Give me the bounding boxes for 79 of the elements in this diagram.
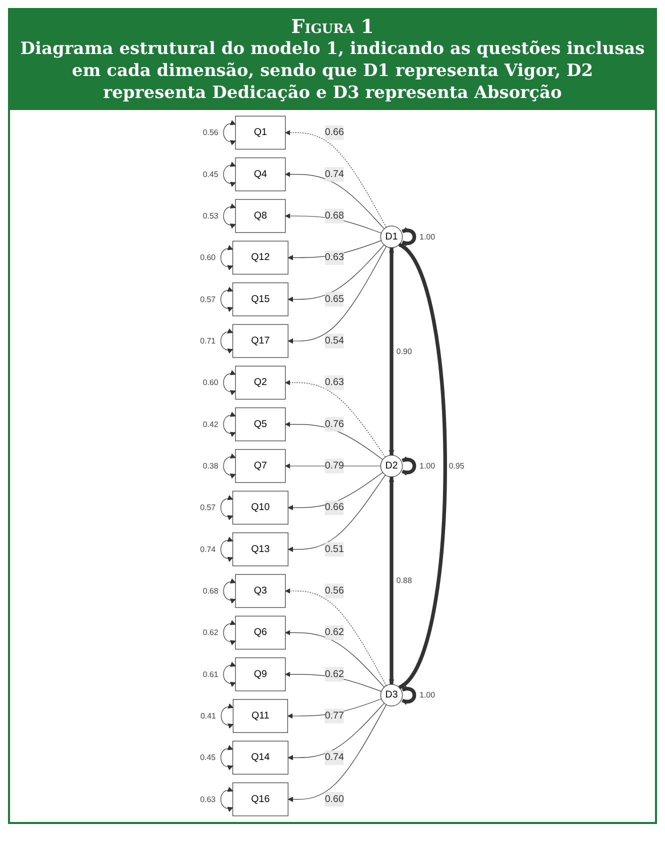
edge-label: 0.66 — [324, 502, 344, 513]
edge-label: 0.62 — [324, 669, 344, 680]
arrow — [285, 130, 387, 228]
arrow — [287, 698, 382, 719]
edge-label: 0.65 — [324, 294, 344, 305]
observed-variable-box: Q17 — [232, 324, 288, 358]
arrow — [288, 703, 384, 761]
covariance-arrow — [388, 247, 394, 456]
edge-label: 0.76 — [324, 419, 344, 430]
variance-loop-arrow — [220, 538, 234, 562]
variance-loop-arrow — [220, 746, 234, 770]
edge-label: 0.62 — [324, 627, 344, 638]
edge-label: 0.66 — [324, 127, 344, 138]
observed-variable-box: Q4 — [235, 158, 286, 192]
latent-variable-circle: D2 — [380, 455, 403, 478]
variance-loop-arrow — [402, 456, 416, 476]
edge-label: 0.60 — [324, 794, 344, 805]
arrow — [285, 172, 384, 230]
observed-variable-box: Q2 — [235, 366, 286, 400]
arrow — [285, 214, 382, 234]
latent-variable-circle: D3 — [380, 684, 403, 707]
arrow — [285, 672, 382, 692]
variance-loop-arrow — [223, 162, 236, 187]
variance-loop-arrow — [220, 496, 234, 520]
variance-loop-arrow — [220, 704, 234, 728]
arrow — [288, 704, 387, 802]
arrow — [288, 246, 387, 344]
observed-variable-box: Q7 — [235, 449, 286, 484]
variance-loop-arrow — [402, 228, 416, 246]
observed-variable-box: Q8 — [235, 199, 286, 234]
observed-variable-box: Q16 — [232, 782, 288, 816]
variance-loop-arrow — [223, 412, 236, 437]
variance-loop-arrow — [220, 246, 234, 270]
edge-label: 0.63 — [324, 252, 344, 263]
variance-loop-arrow — [223, 620, 236, 646]
edge-label: 0.79 — [324, 460, 344, 472]
variance-loop-arrow — [223, 662, 236, 687]
edge-label: 0.63 — [324, 377, 344, 388]
observed-variable-box: Q12 — [232, 241, 288, 275]
variance-loop-arrow — [223, 204, 236, 228]
variance-loop-arrow — [223, 454, 236, 478]
variance-loop-arrow — [220, 788, 234, 812]
edge-label: 0.68 — [324, 210, 344, 222]
edge-label: 0.51 — [324, 544, 344, 555]
arrow — [288, 240, 382, 261]
edge-label: 0.77 — [324, 710, 344, 722]
variance-loop-arrow — [223, 120, 236, 146]
variance-loop-arrow — [223, 579, 236, 604]
covariance-arrow — [388, 476, 394, 686]
observed-variable-box: Q10 — [232, 491, 288, 525]
observed-variable-box: Q11 — [232, 699, 288, 734]
observed-variable-box: Q15 — [232, 282, 288, 316]
arrow — [288, 472, 384, 511]
edge-label: 0.74 — [324, 169, 344, 180]
variance-loop-arrow — [220, 288, 234, 312]
variance-loop-arrow — [402, 686, 416, 705]
variance-loop-arrow — [223, 370, 236, 396]
figure-caption: Diagrama estrutural do modelo 1, indicando as questões inclusas em cada dimensão, sendo que D1 representa Vigor, D2 representa Dedicação e D3 representa Absorção — [19, 38, 646, 104]
observed-variable-box: Q6 — [235, 616, 286, 650]
observed-variable-box: Q1 — [235, 116, 286, 150]
latent-variable-circle: D1 — [380, 226, 403, 248]
variance-loop-arrow — [220, 329, 234, 354]
arrow — [285, 630, 384, 688]
observed-variable-box: Q13 — [232, 532, 288, 566]
edge-label: 0.54 — [324, 336, 344, 346]
observed-variable-box: Q3 — [235, 574, 286, 608]
arrow — [285, 588, 387, 686]
arrow — [285, 380, 386, 458]
edge-label: 0.74 — [324, 752, 344, 763]
figure-title: Figura 1 — [290, 16, 375, 38]
arrow — [285, 464, 381, 469]
arrow — [288, 244, 384, 302]
arrow — [285, 422, 384, 460]
observed-variable-box: Q5 — [235, 408, 286, 442]
arrow — [288, 474, 386, 552]
observed-variable-box: Q9 — [235, 658, 286, 692]
covariance-arrow — [398, 243, 447, 690]
observed-variable-box: Q14 — [232, 741, 288, 775]
edge-label: 0.56 — [324, 586, 344, 596]
